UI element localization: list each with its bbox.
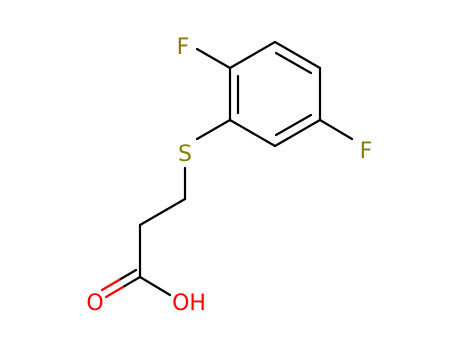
ring-bond-1 <box>228 40 277 70</box>
carbonyl-bond-a-black <box>121 275 142 289</box>
bond-c-f-right <box>318 118 354 141</box>
ring-double-bond-inner-2 <box>274 51 313 75</box>
ring-double-bond-inner-3 <box>274 113 313 137</box>
bond-c-oh <box>138 275 172 297</box>
fluorine-top-label: F <box>177 35 190 60</box>
bond-ch2-ch2 <box>138 197 187 227</box>
ring-bond-2 <box>273 40 322 70</box>
fluorine-right-label: F <box>360 139 373 164</box>
substituent-bonds <box>138 47 354 297</box>
carbonyl-double-bond <box>100 268 142 299</box>
bond-c-f-top <box>195 47 232 70</box>
hydroxyl-label: OH <box>172 291 206 316</box>
carbonyl-bond-b-black <box>117 268 138 282</box>
carbonyl-bond-a-red <box>104 285 125 299</box>
ring-bond-4 <box>273 118 322 148</box>
bond-c-s <box>195 118 232 141</box>
sulfur-label: S <box>178 142 192 167</box>
carbonyl-bond-b-red <box>100 278 121 292</box>
ring-bond-5 <box>228 118 277 148</box>
carbonyl-oxygen-label: O <box>86 291 103 316</box>
benzene-ring <box>228 40 322 148</box>
